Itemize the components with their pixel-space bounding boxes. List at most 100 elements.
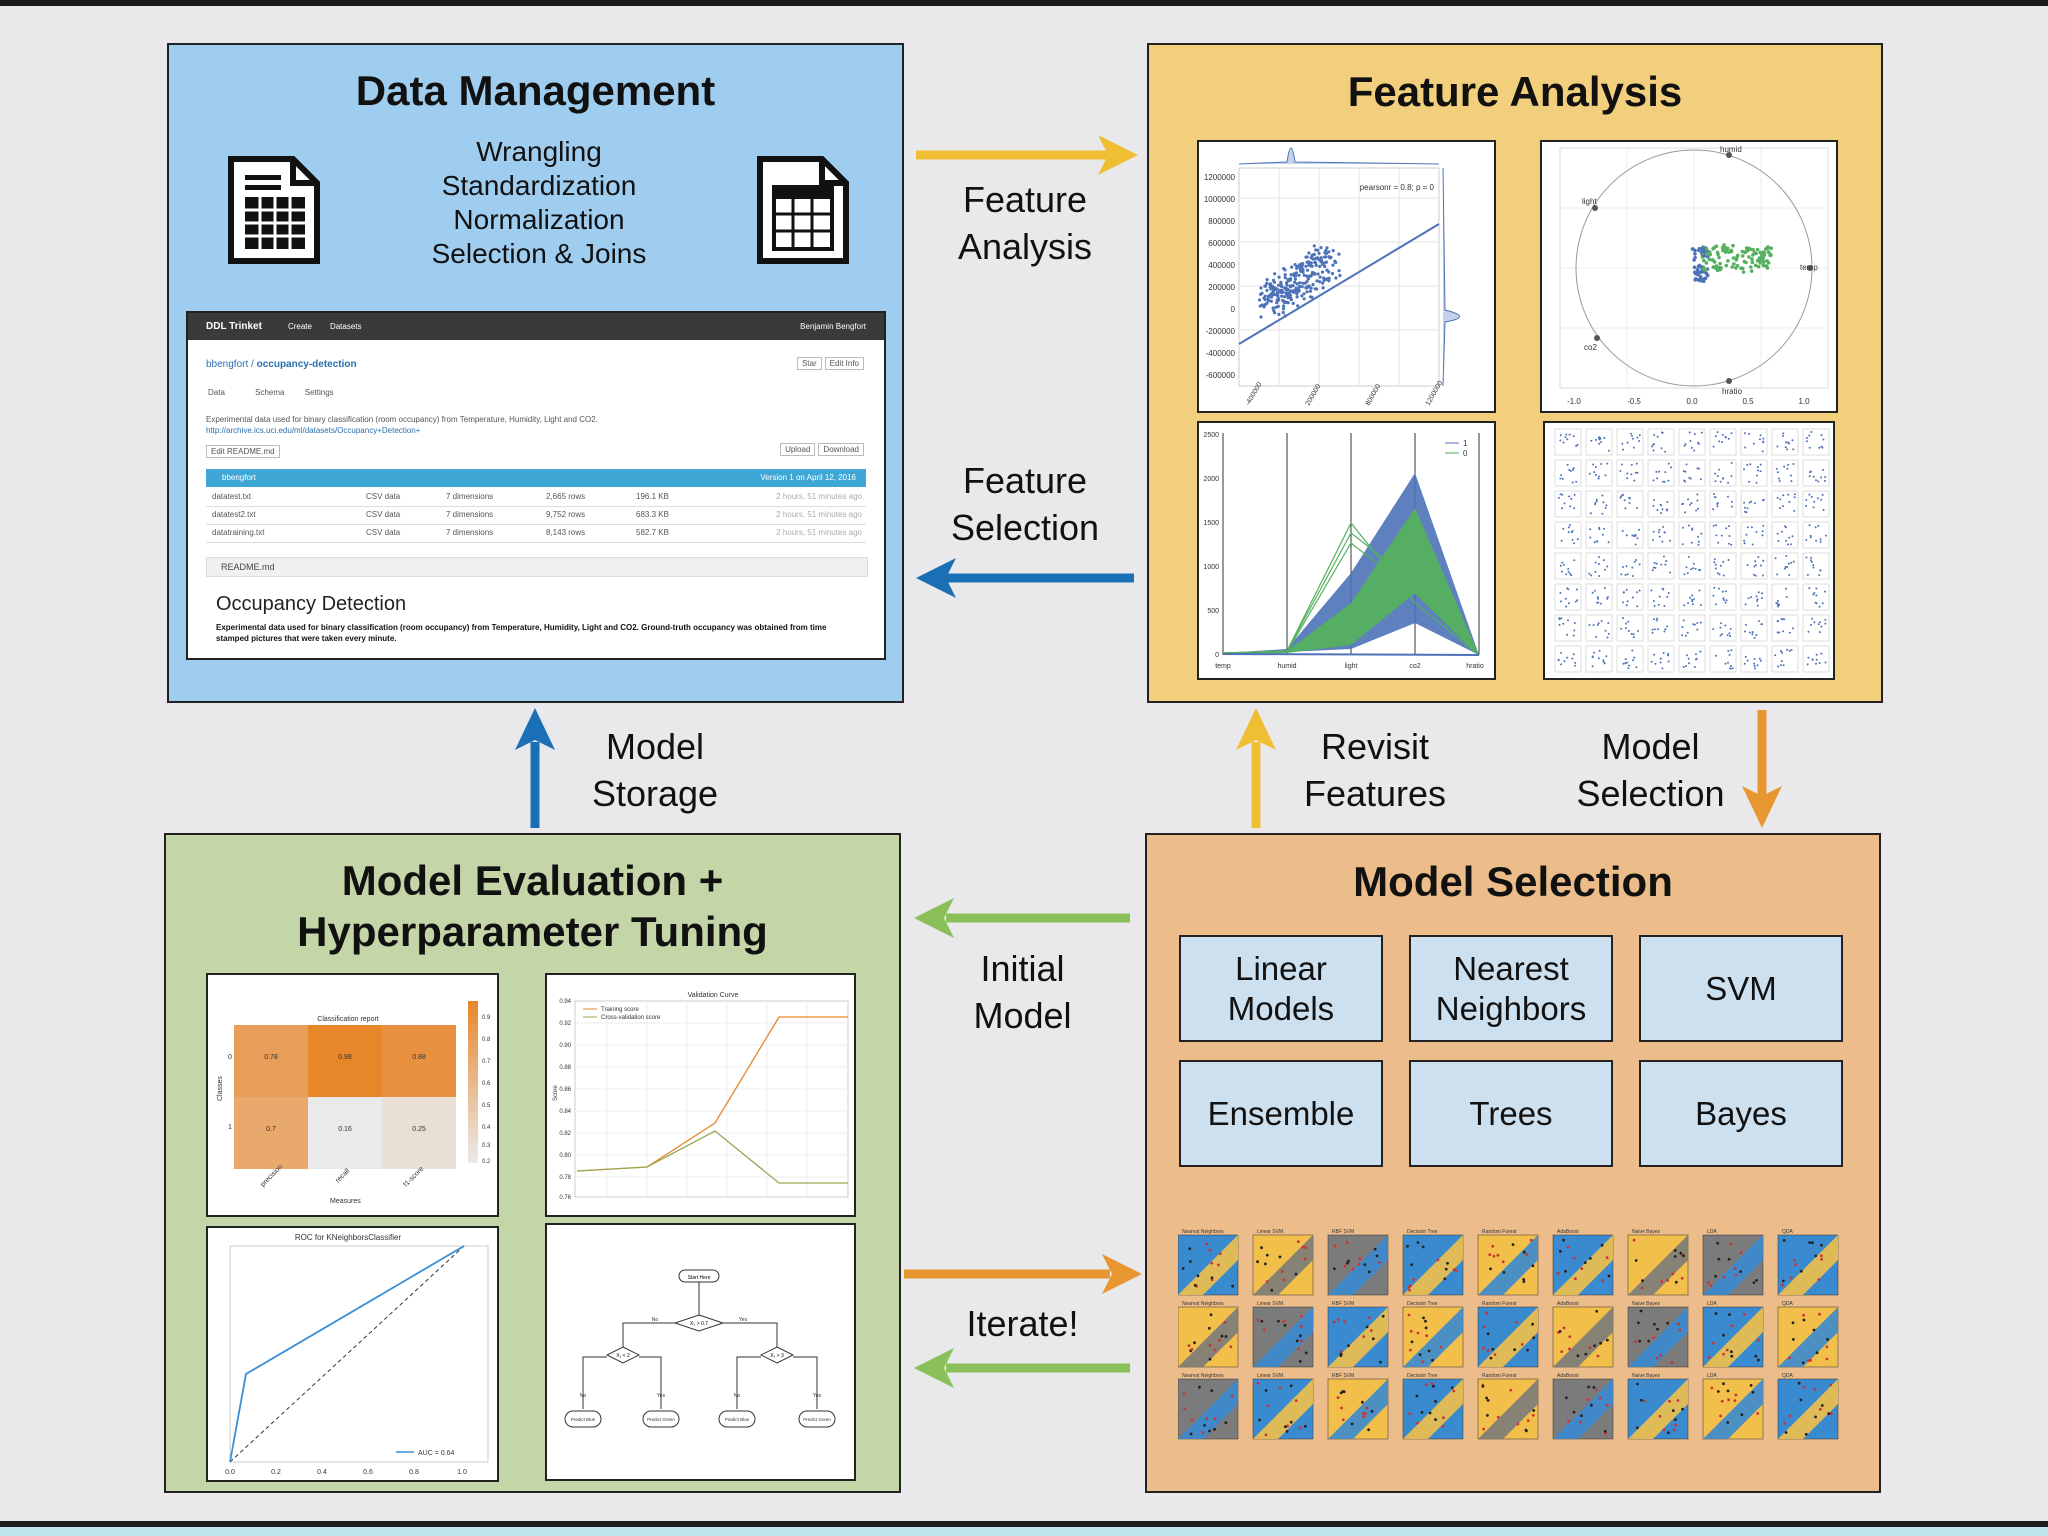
label-iterate: Iterate!: [966, 1303, 1079, 1344]
scatter-point: [1277, 283, 1281, 287]
report-title: Classification report: [317, 1016, 379, 1023]
svg-text:Measures: Measures: [330, 1198, 361, 1205]
radviz-point: [1721, 248, 1725, 253]
scatter-point: [1337, 252, 1341, 256]
svg-text:0.84: 0.84: [559, 1109, 571, 1115]
svg-text:Naive Bayes: Naive Bayes: [1632, 1301, 1661, 1307]
radviz-point: [1744, 260, 1748, 265]
classifier-cell: LDA: [1702, 1301, 1764, 1368]
repo-path: bbengfort / occupancy-detection: [206, 359, 357, 370]
scatter-matrix-cell: [1709, 614, 1737, 642]
svg-text:Cross-validation score: Cross-validation score: [601, 1015, 661, 1021]
arrow-initial-model: [914, 898, 1130, 938]
classifier-cell: LDA: [1702, 1229, 1764, 1296]
svg-text:0.5: 0.5: [1742, 397, 1754, 406]
scatter-point: [1325, 268, 1329, 272]
radviz-point: [1724, 249, 1728, 253]
scatter-point: [1338, 273, 1342, 278]
scatter-point: [1308, 289, 1313, 293]
readme-title: Occupancy Detection: [216, 593, 407, 615]
radviz-point: [1741, 270, 1746, 274]
scatter-point: [1272, 309, 1276, 313]
svg-text:humid: humid: [1277, 663, 1296, 670]
scatter-matrix-cell: [1616, 459, 1644, 487]
scatter-matrix-cell: [1647, 645, 1675, 673]
scatter-point: [1333, 259, 1337, 263]
scatter-matrix-cell: [1616, 490, 1644, 518]
scatter-point: [1265, 288, 1269, 292]
scatter-point: [1277, 290, 1281, 294]
scatter-point: [1296, 304, 1300, 308]
scatter-matrix-cell: [1771, 583, 1799, 611]
classifier-cell: Random Forest: [1477, 1301, 1539, 1368]
y-tick: -200000: [1206, 327, 1236, 336]
scatter-matrix-cell: [1678, 614, 1706, 642]
classifier-cell: Naive Bayes: [1627, 1229, 1689, 1296]
radviz-point: [1706, 252, 1710, 256]
svg-text:QDA: QDA: [1782, 1301, 1794, 1307]
scatter-matrix-cell: [1678, 459, 1706, 487]
scatter-point: [1310, 295, 1314, 299]
label-feature-selection: Feature Selection: [950, 460, 1100, 548]
radviz-point: [1727, 250, 1731, 254]
readme-bar: README.md: [206, 557, 868, 577]
scatter-point: [1304, 255, 1308, 259]
scatter-point: [1276, 304, 1280, 308]
scatter-point: [1283, 268, 1287, 272]
heatmap-value: 0.78: [264, 1054, 278, 1061]
heatmap-cell: [382, 1025, 456, 1097]
scatter-point: [1331, 263, 1335, 267]
scatter-matrix-cell: [1709, 490, 1737, 518]
svg-text:recall: recall: [334, 1167, 351, 1184]
svg-text:2500: 2500: [1203, 432, 1219, 439]
svg-text:Yes: Yes: [657, 1393, 666, 1399]
svg-text:0.8: 0.8: [482, 1037, 491, 1043]
scatter-point: [1265, 281, 1269, 285]
classifier-cell: Decision Tree: [1402, 1301, 1464, 1368]
scatter-point: [1273, 272, 1277, 276]
readme-text: Experimental data used for binary classi…: [216, 623, 827, 643]
radviz-point: [1711, 265, 1716, 269]
svg-text:0.5: 0.5: [482, 1103, 491, 1109]
app-navbar: DDL Trinket Create Datasets Benjamin Ben…: [188, 313, 884, 340]
svg-text:0.88: 0.88: [559, 1065, 571, 1071]
scatter-matrix-cell: [1802, 583, 1830, 611]
svg-text:-0.5: -0.5: [1627, 397, 1641, 406]
scatter-point: [1284, 286, 1288, 291]
scatter-matrix-cell: [1709, 428, 1737, 456]
scatter-point: [1259, 315, 1263, 319]
scatter-matrix-cell: [1616, 552, 1644, 580]
svg-text:No: No: [734, 1393, 741, 1399]
scatter-point: [1322, 276, 1326, 280]
svg-text:0.2: 0.2: [482, 1159, 491, 1165]
svg-text:temp: temp: [1215, 663, 1231, 670]
svg-text:0: 0: [1215, 652, 1219, 659]
scatter-point: [1319, 246, 1323, 250]
radviz-point: [1761, 263, 1766, 267]
svg-text:0.80: 0.80: [559, 1153, 571, 1159]
radviz-point: [1731, 243, 1735, 248]
scatter-matrix-cell: [1616, 428, 1644, 456]
radviz-point: [1749, 269, 1754, 273]
edit-readme-button: Edit README.md: [206, 445, 280, 458]
scatter-point: [1285, 283, 1289, 287]
classifier-cell: Naive Bayes: [1627, 1301, 1689, 1368]
radviz-point: [1730, 265, 1734, 269]
scatter-point: [1309, 286, 1313, 290]
scatter-point: [1305, 290, 1309, 294]
svg-text:RBF SVM: RBF SVM: [1332, 1373, 1354, 1379]
scatter-point: [1320, 270, 1325, 274]
model-family-ensemble: Ensemble: [1179, 1060, 1383, 1167]
radviz-point: [1718, 261, 1722, 266]
scatter-matrix-cell: [1802, 614, 1830, 642]
nav-create: Create: [287, 322, 312, 331]
scatter-matrix-cell: [1647, 552, 1675, 580]
svg-text:500: 500: [1207, 608, 1219, 615]
svg-text:ROC for KNeighborsClassifier: ROC for KNeighborsClassifier: [295, 1233, 402, 1242]
heatmap-value: 0.98: [338, 1054, 352, 1061]
svg-text:No: No: [652, 1317, 659, 1323]
scatter-point: [1265, 301, 1269, 305]
files-header: bbengfort Version 1 on April 12, 2016: [206, 469, 866, 487]
repo-link: http://archive.ics.uci.edu/ml/datasets/O…: [206, 426, 421, 435]
radviz-point: [1707, 257, 1712, 262]
